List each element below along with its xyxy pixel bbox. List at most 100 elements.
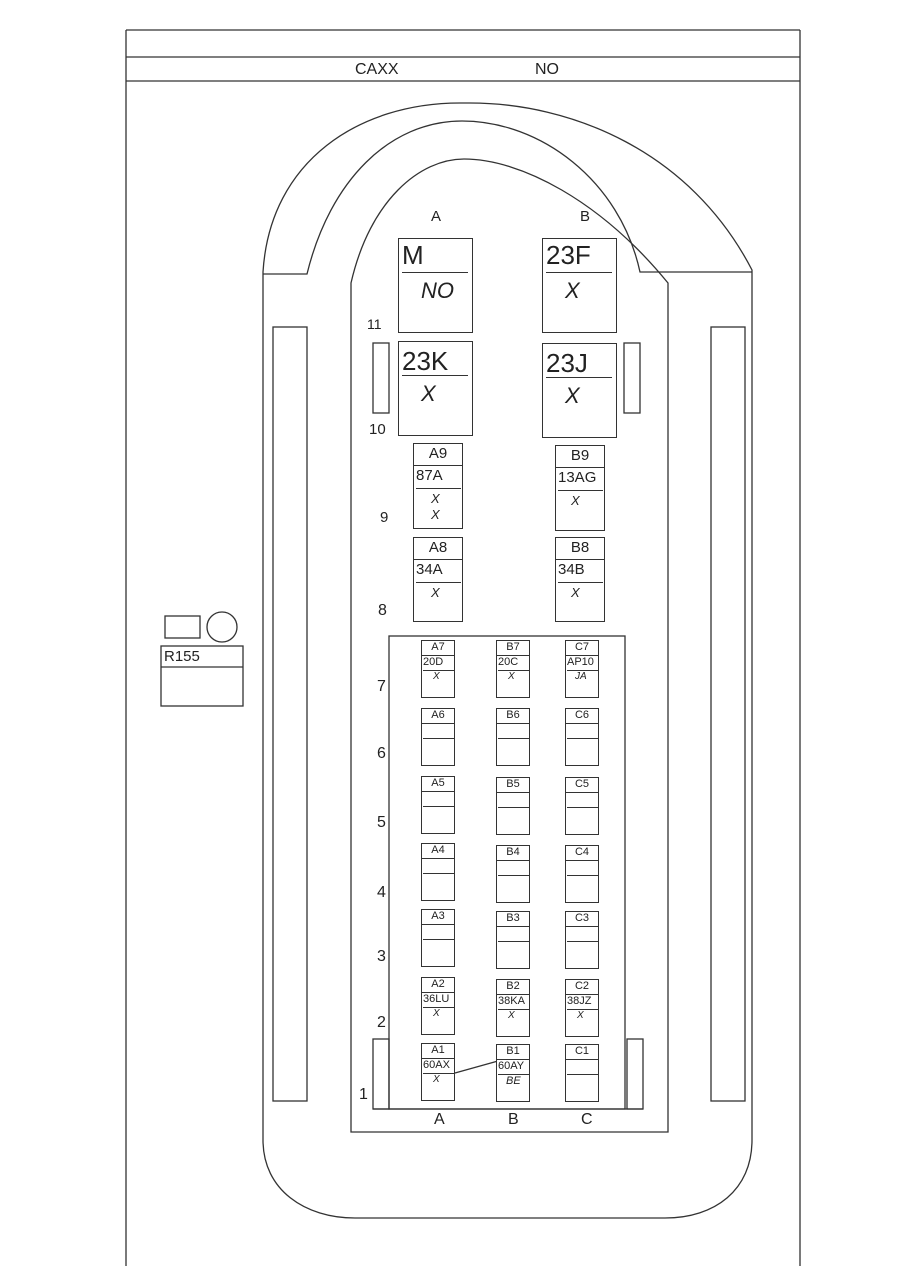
fuse-position: C6 bbox=[574, 709, 590, 721]
row-label-8: 8 bbox=[378, 602, 387, 619]
relay-code: 23K bbox=[402, 346, 449, 376]
divider bbox=[423, 873, 454, 874]
divider bbox=[497, 792, 529, 793]
divider bbox=[423, 939, 454, 940]
relay-10a[interactable]: 23K X bbox=[398, 341, 473, 436]
divider bbox=[556, 559, 604, 560]
fuse-value: X bbox=[433, 1074, 440, 1085]
row-label-2: 2 bbox=[377, 1014, 386, 1031]
divider bbox=[416, 488, 461, 489]
fuse-position: C2 bbox=[574, 980, 590, 992]
fuse-value: BE bbox=[506, 1075, 521, 1087]
divider bbox=[423, 1007, 454, 1008]
divider bbox=[566, 655, 598, 656]
divider bbox=[422, 858, 454, 859]
row-label-5: 5 bbox=[377, 814, 386, 831]
fuse-value: X bbox=[571, 585, 580, 600]
fuse-value: JA bbox=[575, 671, 587, 682]
fuse-c3[interactable]: C3 bbox=[565, 911, 599, 969]
fuse-code: 36LU bbox=[423, 993, 450, 1005]
fuse-b9[interactable]: B9 13AG X bbox=[555, 445, 605, 531]
divider bbox=[566, 1059, 598, 1060]
fuse-position: B1 bbox=[506, 1045, 520, 1057]
divider bbox=[566, 860, 598, 861]
header-right-label: NO bbox=[535, 61, 559, 78]
relay-value: X bbox=[565, 278, 580, 303]
divider bbox=[566, 723, 598, 724]
fuse-code: 34B bbox=[558, 561, 585, 578]
divider bbox=[498, 738, 529, 739]
divider bbox=[497, 1059, 529, 1060]
divider bbox=[567, 807, 598, 808]
fuse-value: X bbox=[431, 491, 440, 506]
fuse-position: C7 bbox=[574, 641, 590, 653]
divider bbox=[498, 670, 529, 671]
relay-10b[interactable]: 23J X bbox=[542, 343, 617, 438]
fuse-value: X bbox=[571, 493, 580, 508]
fuse-a3[interactable]: A3 bbox=[421, 909, 455, 967]
fuse-value: X bbox=[508, 671, 515, 682]
divider bbox=[566, 994, 598, 995]
fuse-position: B5 bbox=[506, 778, 520, 790]
fuse-position: A6 bbox=[431, 709, 445, 721]
divider bbox=[422, 1058, 454, 1059]
fuse-c4[interactable]: C4 bbox=[565, 845, 599, 903]
divider bbox=[422, 791, 454, 792]
fuse-value: X bbox=[431, 507, 440, 522]
fuse-c7[interactable]: C7 AP10 JA bbox=[565, 640, 599, 698]
divider bbox=[498, 1009, 529, 1010]
divider bbox=[422, 924, 454, 925]
fuse-position: B4 bbox=[506, 846, 520, 858]
relay-value: NO bbox=[421, 278, 454, 303]
fuse-code: 60AY bbox=[498, 1060, 525, 1072]
fuse-a9[interactable]: A9 87A X X bbox=[413, 443, 463, 529]
divider bbox=[546, 272, 612, 273]
fuse-a4[interactable]: A4 bbox=[421, 843, 455, 901]
divider bbox=[497, 655, 529, 656]
relay-11a[interactable]: M NO bbox=[398, 238, 473, 333]
fuse-a2[interactable]: A2 36LU X bbox=[421, 977, 455, 1035]
fuse-position: B7 bbox=[506, 641, 520, 653]
fuse-a7[interactable]: A7 20D X bbox=[421, 640, 455, 698]
divider bbox=[423, 806, 454, 807]
fuse-c1[interactable]: C1 bbox=[565, 1044, 599, 1102]
relay-code: 23J bbox=[546, 348, 588, 378]
relay-11b[interactable]: 23F X bbox=[542, 238, 617, 333]
fuse-value: X bbox=[433, 1008, 440, 1019]
divider bbox=[402, 272, 468, 273]
fuse-b1[interactable]: B1 60AY BE bbox=[496, 1044, 530, 1102]
divider bbox=[497, 926, 529, 927]
row-label-10: 10 bbox=[369, 421, 386, 438]
side-component-r155[interactable] bbox=[161, 646, 243, 706]
fuse-b7[interactable]: B7 20C X bbox=[496, 640, 530, 698]
fuse-a1[interactable]: A1 60AX X bbox=[421, 1043, 455, 1101]
fuse-c5[interactable]: C5 bbox=[565, 777, 599, 835]
fuse-b4[interactable]: B4 bbox=[496, 845, 530, 903]
fuse-a5[interactable]: A5 bbox=[421, 776, 455, 834]
fuse-b5[interactable]: B5 bbox=[496, 777, 530, 835]
row-label-4: 4 bbox=[377, 884, 386, 901]
fuse-c2[interactable]: C2 38JZ X bbox=[565, 979, 599, 1037]
fuse-c6[interactable]: C6 bbox=[565, 708, 599, 766]
divider bbox=[498, 1074, 529, 1075]
divider bbox=[498, 807, 529, 808]
column-label-a-top: A bbox=[431, 208, 442, 225]
fuse-a6[interactable]: A6 bbox=[421, 708, 455, 766]
fuse-position: A5 bbox=[431, 777, 445, 789]
divider bbox=[423, 1073, 454, 1074]
divider bbox=[567, 941, 598, 942]
divider bbox=[423, 738, 454, 739]
row-label-6: 6 bbox=[377, 745, 386, 762]
divider bbox=[498, 941, 529, 942]
fuse-b6[interactable]: B6 bbox=[496, 708, 530, 766]
fuse-b2[interactable]: B2 38KA X bbox=[496, 979, 530, 1037]
divider bbox=[567, 1009, 598, 1010]
fuse-position: C4 bbox=[574, 846, 590, 858]
fuse-b8[interactable]: B8 34B X bbox=[555, 537, 605, 622]
fuse-a8[interactable]: A8 34A X bbox=[413, 537, 463, 622]
fuse-code: 38KA bbox=[498, 995, 525, 1007]
fuse-b3[interactable]: B3 bbox=[496, 911, 530, 969]
fuse-value: X bbox=[431, 585, 440, 600]
fuse-value: X bbox=[577, 1010, 584, 1021]
